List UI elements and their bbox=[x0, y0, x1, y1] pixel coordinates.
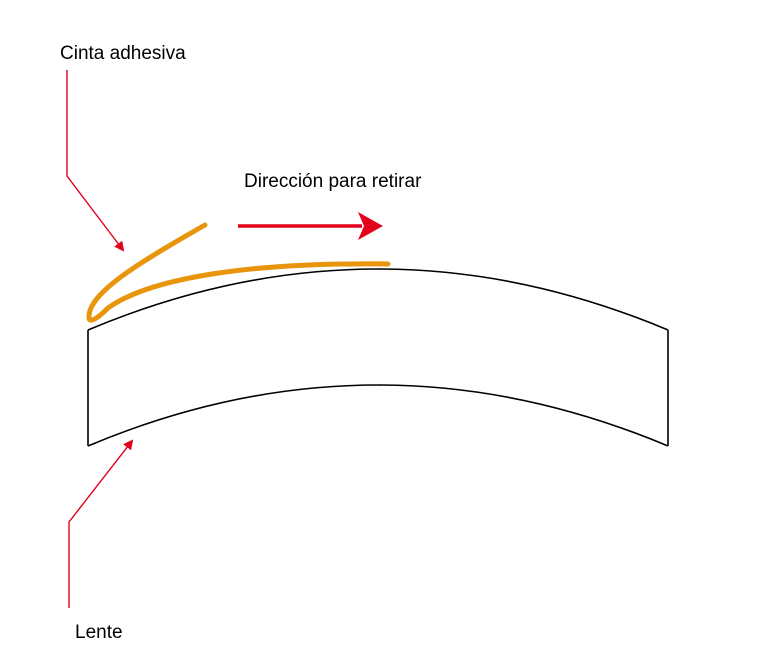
direction-label: Dirección para retirar bbox=[244, 171, 422, 192]
lens-bottom-edge bbox=[87, 384, 669, 447]
tape-leader-line bbox=[66, 70, 125, 252]
tape-strip bbox=[86, 222, 391, 323]
tape-label: Cinta adhesiva bbox=[60, 43, 186, 64]
lens-leader-line bbox=[68, 439, 134, 608]
adhesive-tape bbox=[86, 222, 391, 323]
lens-label: Lente bbox=[75, 622, 123, 643]
arrow-head bbox=[358, 212, 383, 240]
removal-direction-arrow bbox=[238, 212, 383, 240]
lens-shape bbox=[87, 268, 669, 447]
lens-top-edge bbox=[87, 268, 669, 331]
